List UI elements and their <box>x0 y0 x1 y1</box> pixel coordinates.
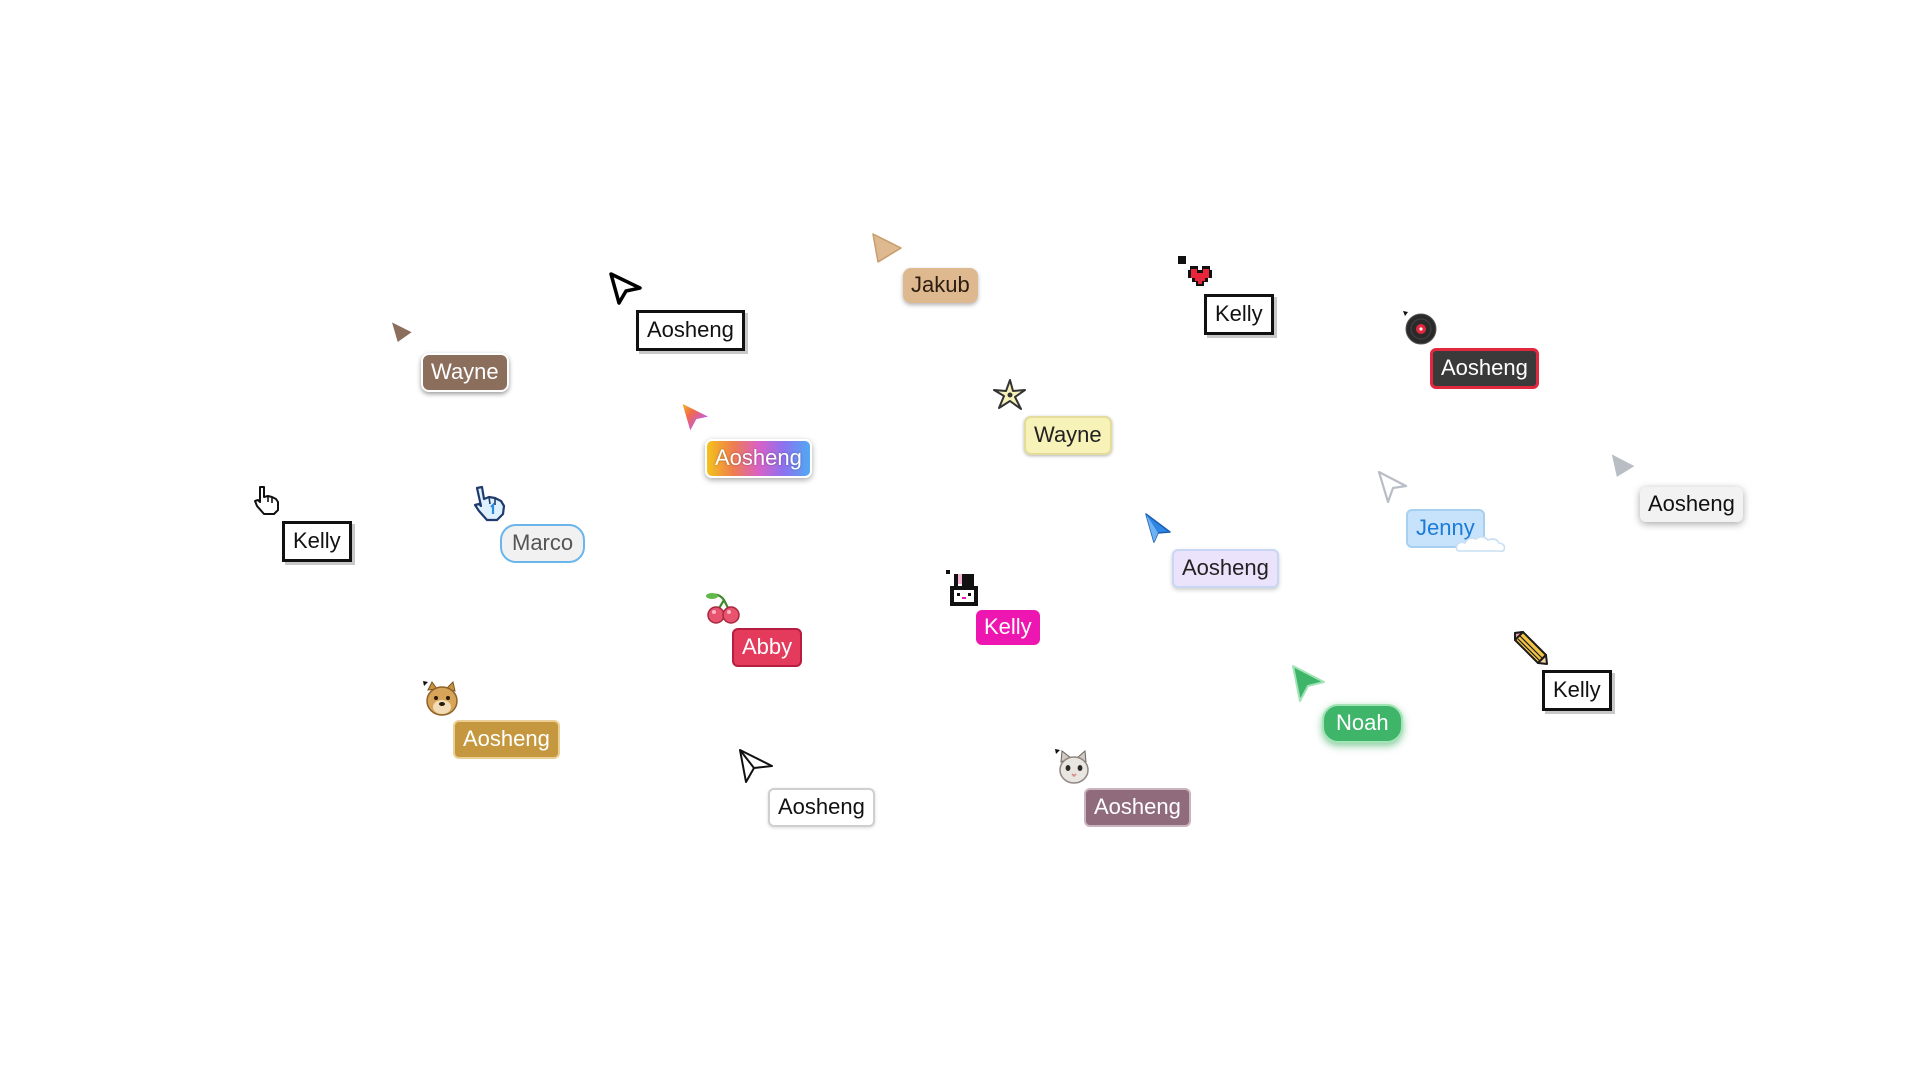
cloud-icon <box>1455 535 1506 553</box>
cursor-label: Kelly <box>1542 670 1612 711</box>
pixel-heart-icon <box>1178 256 1212 286</box>
cursor-label: Wayne <box>1024 416 1112 455</box>
cursor-label: Kelly <box>1204 294 1274 335</box>
cursor-label: Kelly <box>282 521 352 562</box>
cursor-label: Aosheng <box>1430 348 1539 389</box>
cursor-label: Noah <box>1322 704 1403 743</box>
cursor-label: Aosheng <box>1640 487 1743 522</box>
cursor-label: Aosheng <box>1084 788 1191 827</box>
paper-plane-icon <box>739 749 773 783</box>
blue-arrow-icon <box>1145 513 1171 543</box>
cursor-label: Aosheng <box>768 788 875 827</box>
rainbow-arrow-icon <box>680 401 712 434</box>
outlined-arrow-icon <box>609 272 642 305</box>
cursor-label: Abby <box>732 628 803 667</box>
cat-icon <box>1055 749 1089 784</box>
bunny-icon <box>946 570 978 606</box>
blue-hand-icon <box>473 485 506 522</box>
cursor-label: Jakub <box>903 268 978 303</box>
pencil-icon <box>1514 631 1548 665</box>
cursor-label: Aosheng <box>453 720 560 759</box>
gray-triangle-pointer-icon <box>1608 450 1639 481</box>
doge-icon <box>423 681 458 716</box>
green-arrow-icon <box>1292 665 1325 702</box>
vinyl-record-icon <box>1403 311 1437 345</box>
cursor-label: Aosheng <box>705 439 812 478</box>
pixel-hand-icon <box>254 486 279 515</box>
cursor-label: Aosheng <box>636 310 745 351</box>
triangle-pointer-icon <box>388 318 416 346</box>
cursor-label: Jenny <box>1406 509 1485 548</box>
cursor-label: Kelly <box>976 610 1040 645</box>
star-pointer-icon <box>993 379 1026 410</box>
cursor-label: Marco <box>500 524 586 563</box>
cursor-label: Wayne <box>421 353 509 392</box>
cherry-icon <box>706 593 740 624</box>
white-arrow-icon <box>1377 470 1408 504</box>
tan-triangle-pointer-icon <box>872 233 902 263</box>
cursor-label: Aosheng <box>1172 549 1279 588</box>
